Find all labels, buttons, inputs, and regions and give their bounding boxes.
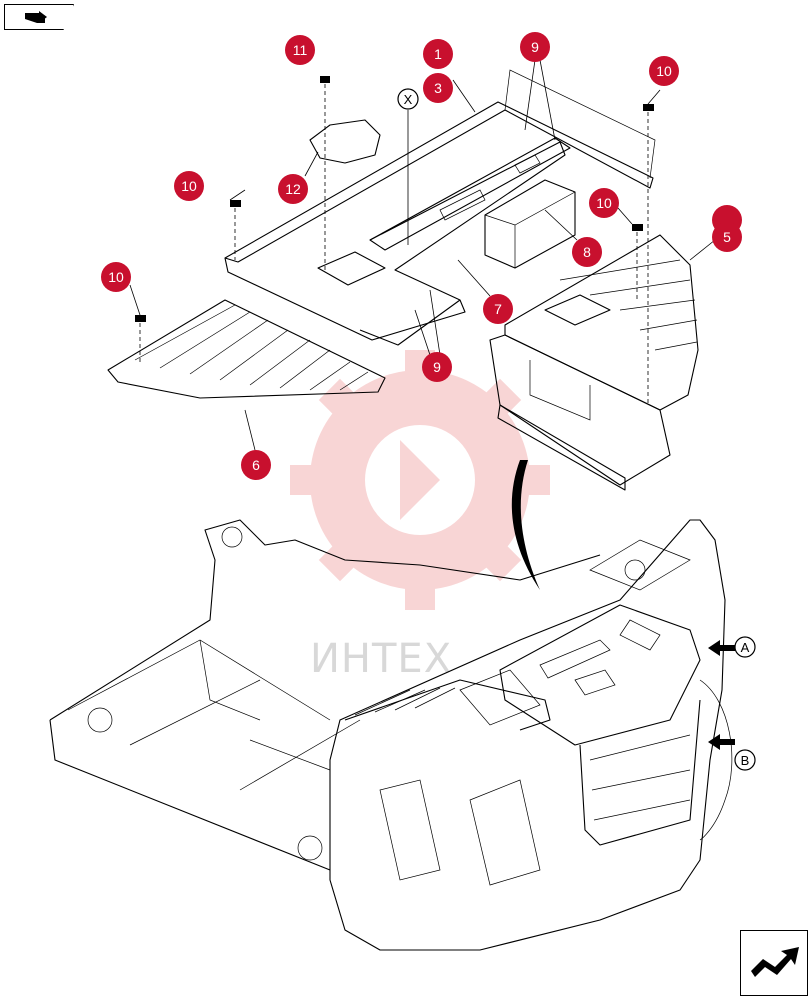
svg-text:7: 7 xyxy=(494,301,502,317)
bolt-10c xyxy=(632,224,643,300)
left-step-grating xyxy=(107,299,386,399)
view-arrow-a: A xyxy=(708,636,756,658)
bolt-10d xyxy=(643,104,654,405)
watermark-logo xyxy=(290,350,550,610)
svg-text:11: 11 xyxy=(293,42,308,58)
svg-text:6: 6 xyxy=(252,457,260,473)
callout-10-top-right[interactable]: 10 xyxy=(649,56,679,86)
callout-9-top[interactable]: 9 xyxy=(520,32,550,62)
rear-deck-plate xyxy=(224,69,656,346)
callout-8[interactable]: 8 xyxy=(572,237,602,267)
upper-frame-assembly xyxy=(49,519,601,871)
svg-text:10: 10 xyxy=(108,269,124,285)
bolt-10b xyxy=(135,315,146,362)
callout-11[interactable]: 11 xyxy=(285,35,315,65)
svg-text:10: 10 xyxy=(181,178,197,194)
callout-9-bottom[interactable]: 9 xyxy=(422,352,452,382)
bolt-10a xyxy=(230,200,241,260)
svg-text:5: 5 xyxy=(723,229,731,245)
callout-7[interactable]: 7 xyxy=(483,294,513,324)
svg-text:12: 12 xyxy=(285,181,301,197)
svg-text:10: 10 xyxy=(656,63,672,79)
mounting-bracket xyxy=(369,137,571,251)
detail-marker-x: X xyxy=(397,88,419,110)
nav-next-arrow-icon xyxy=(751,947,799,977)
view-label-a: A xyxy=(741,640,750,655)
view-arrow-b: B xyxy=(708,734,756,771)
svg-text:8: 8 xyxy=(583,244,591,260)
callout-12[interactable]: 12 xyxy=(278,174,308,204)
right-step-grating xyxy=(504,234,699,411)
nav-prev-arrow-icon xyxy=(25,11,47,23)
svg-text:10: 10 xyxy=(596,195,612,211)
battery-box xyxy=(484,179,576,269)
callout-10-left[interactable]: 10 xyxy=(174,171,204,201)
callout-1[interactable]: 1 xyxy=(423,39,453,69)
svg-text:9: 9 xyxy=(531,39,539,55)
watermark-text: ИНТЕХ xyxy=(310,636,452,682)
callout-10-far-left[interactable]: 10 xyxy=(101,262,131,292)
counterweight-step-box xyxy=(489,334,671,491)
counterweight-assembly xyxy=(329,519,733,951)
callout-6[interactable]: 6 xyxy=(241,450,271,480)
callout-10-mid-right[interactable]: 10 xyxy=(589,188,619,218)
leader-lines xyxy=(129,59,716,451)
assembly-arrow xyxy=(511,460,540,590)
view-label-b: B xyxy=(741,753,750,768)
detail-marker-label: X xyxy=(404,92,413,107)
svg-text:9: 9 xyxy=(433,359,441,375)
svg-text:1: 1 xyxy=(434,46,442,62)
callout-3[interactable]: 3 xyxy=(423,73,453,103)
previous-page-button[interactable] xyxy=(4,4,74,30)
callout-5[interactable]: 5 xyxy=(712,205,742,252)
svg-text:3: 3 xyxy=(434,80,442,96)
next-page-button[interactable] xyxy=(740,930,808,996)
bolt-11 xyxy=(320,76,330,270)
small-cover-plate xyxy=(309,119,381,164)
